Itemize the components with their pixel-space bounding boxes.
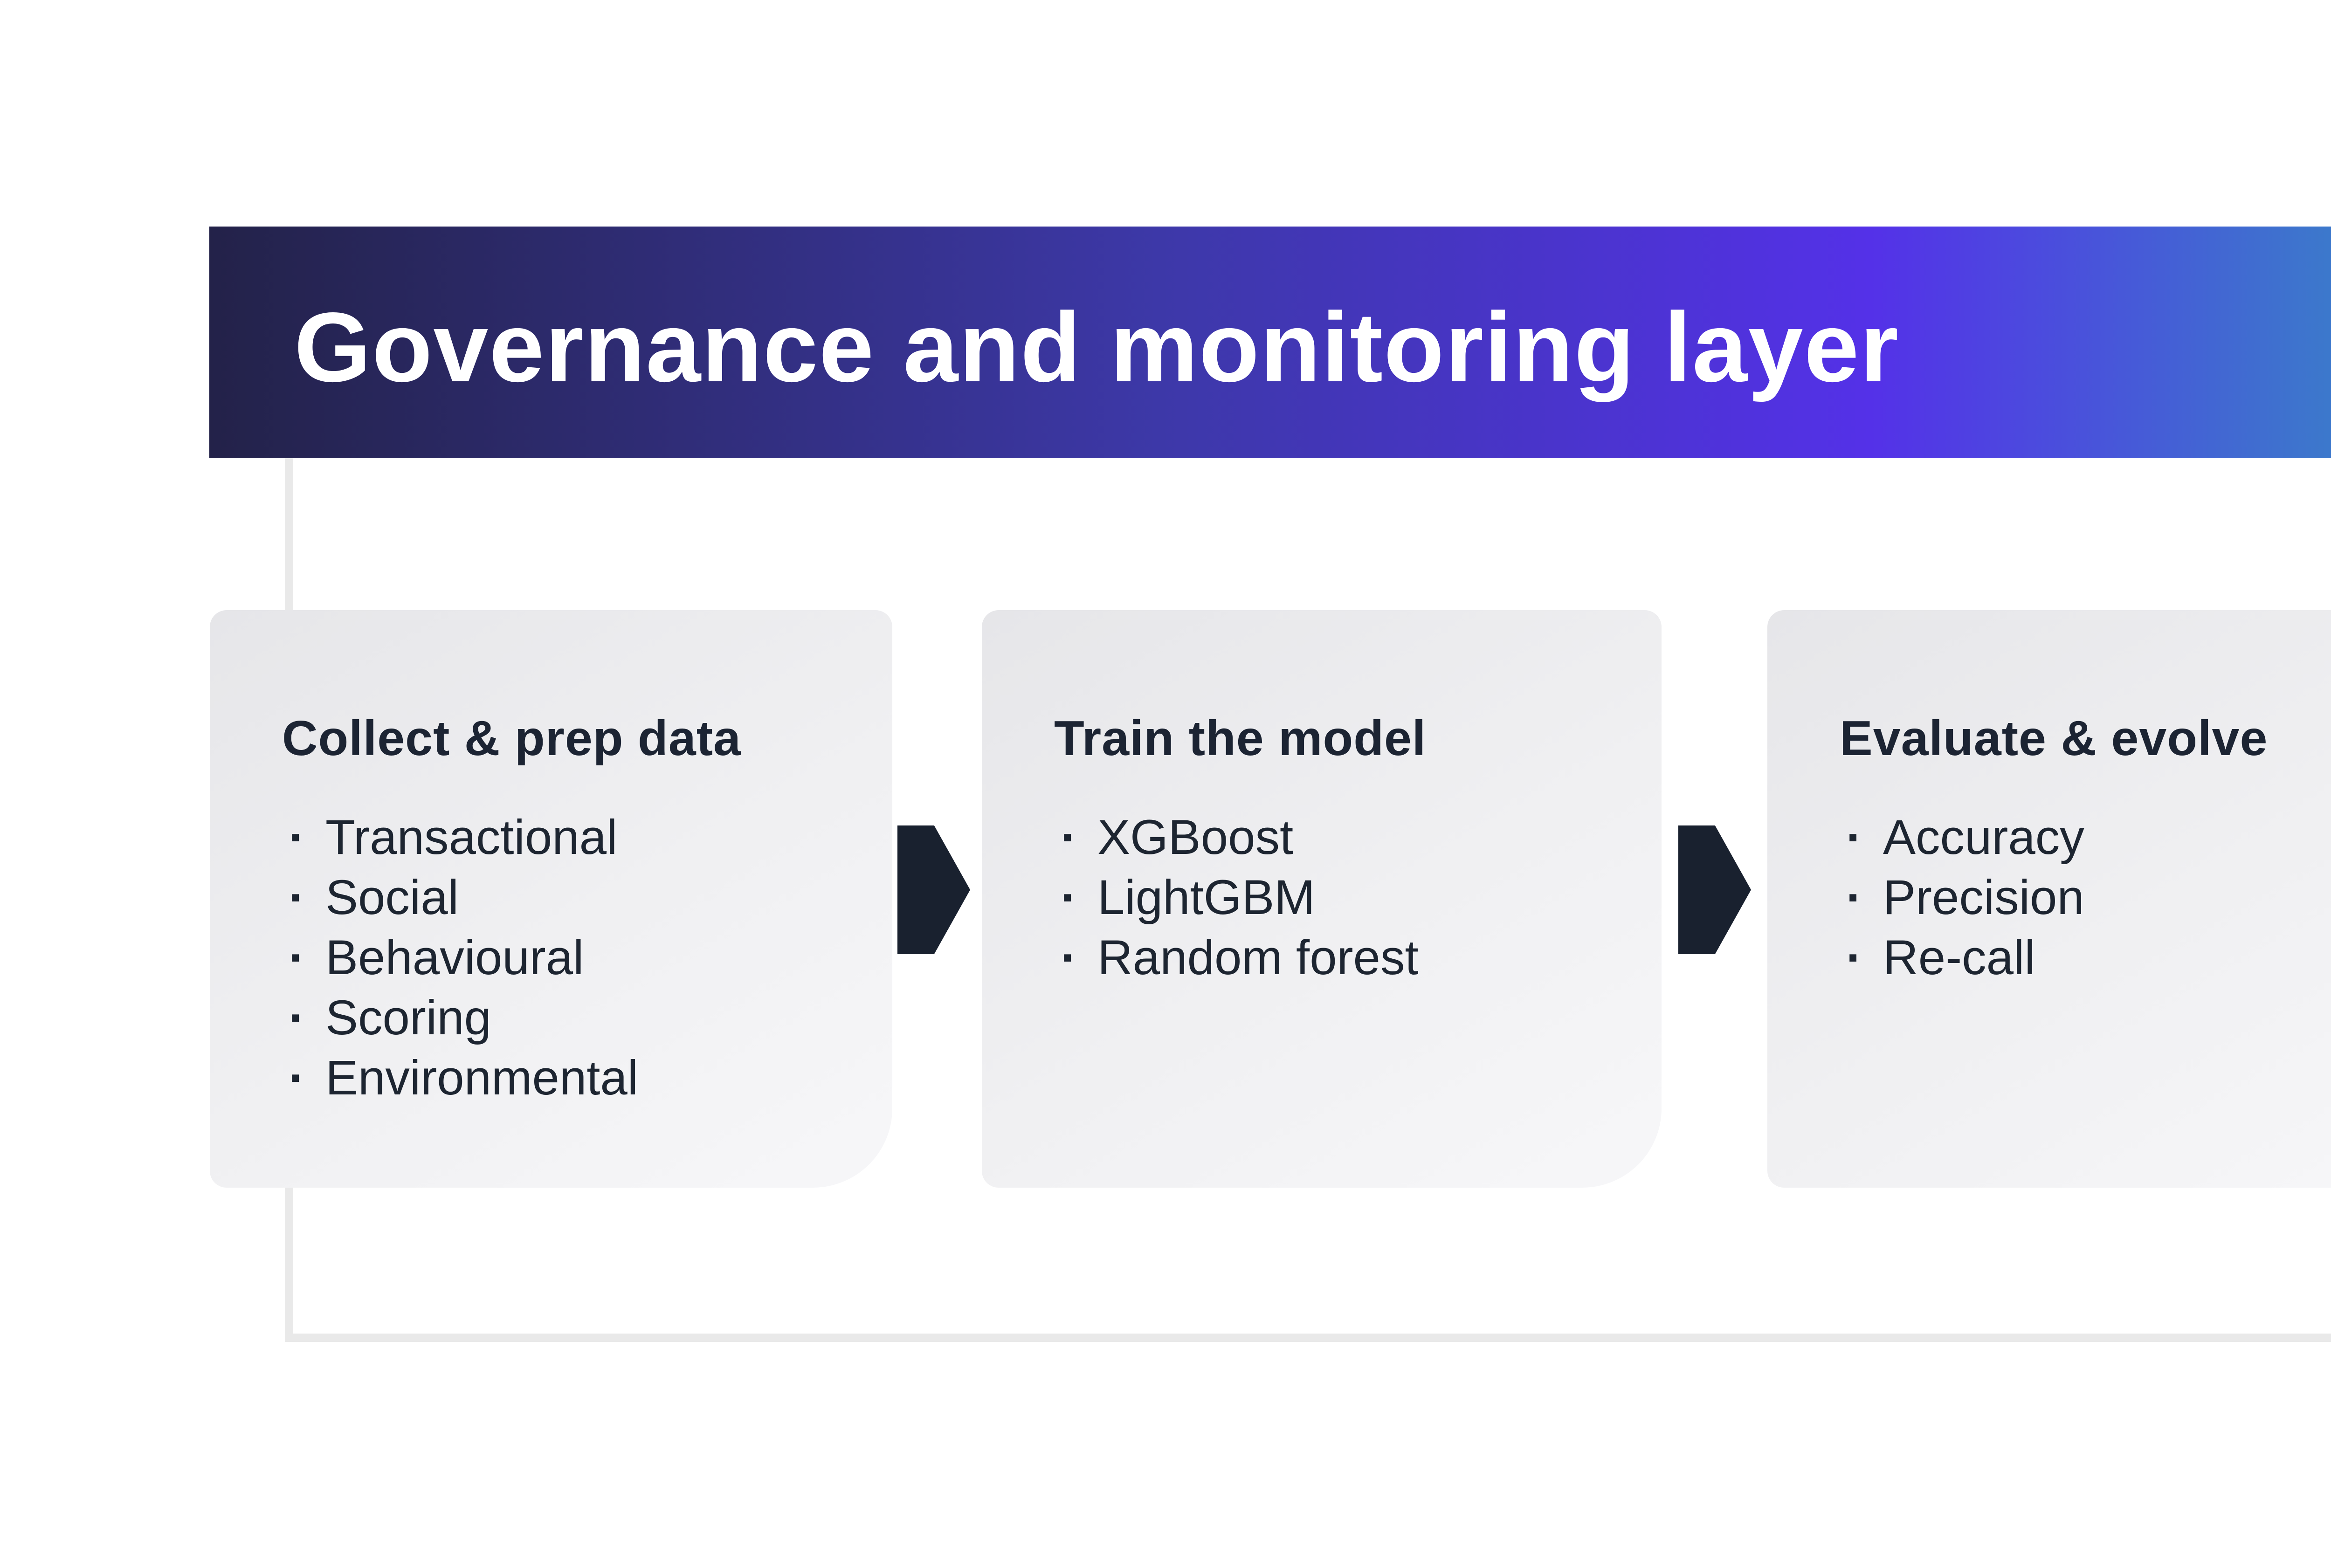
card-title: Train the model	[1054, 711, 1427, 766]
bullet-list: XGBoost LightGBM Random forest	[1054, 807, 1620, 988]
list-item: Behavioural	[282, 928, 850, 988]
list-item: Transactional	[282, 807, 850, 867]
card-title: Collect & prep data	[282, 711, 741, 766]
list-item: LightGBM	[1054, 867, 1620, 928]
list-item: Social	[282, 867, 850, 928]
list-item: Environmental	[282, 1048, 850, 1108]
step-card-train-the-model: Train the model XGBoost LightGBM Random …	[982, 610, 1662, 1188]
card-title: Evaluate & evolve	[1840, 711, 2268, 766]
banner-title: Governance and monitoring layer	[294, 291, 1900, 402]
list-item: Accuracy	[1840, 807, 2331, 867]
list-item: Scoring	[282, 988, 850, 1048]
bullet-list: Transactional Social Behavioural Scoring…	[282, 807, 850, 1108]
list-item: Precision	[1840, 867, 2331, 928]
list-item: Random forest	[1054, 928, 1620, 988]
step-card-evaluate-evolve: Evaluate & evolve Accuracy Precision Re-…	[1767, 610, 2331, 1188]
step-card-collect-prep-data: Collect & prep data Transactional Social…	[210, 610, 892, 1188]
list-item: Re-call	[1840, 928, 2331, 988]
list-item: XGBoost	[1054, 807, 1620, 867]
bullet-list: Accuracy Precision Re-call	[1840, 807, 2331, 988]
governance-banner: Governance and monitoring layer	[209, 227, 2331, 458]
